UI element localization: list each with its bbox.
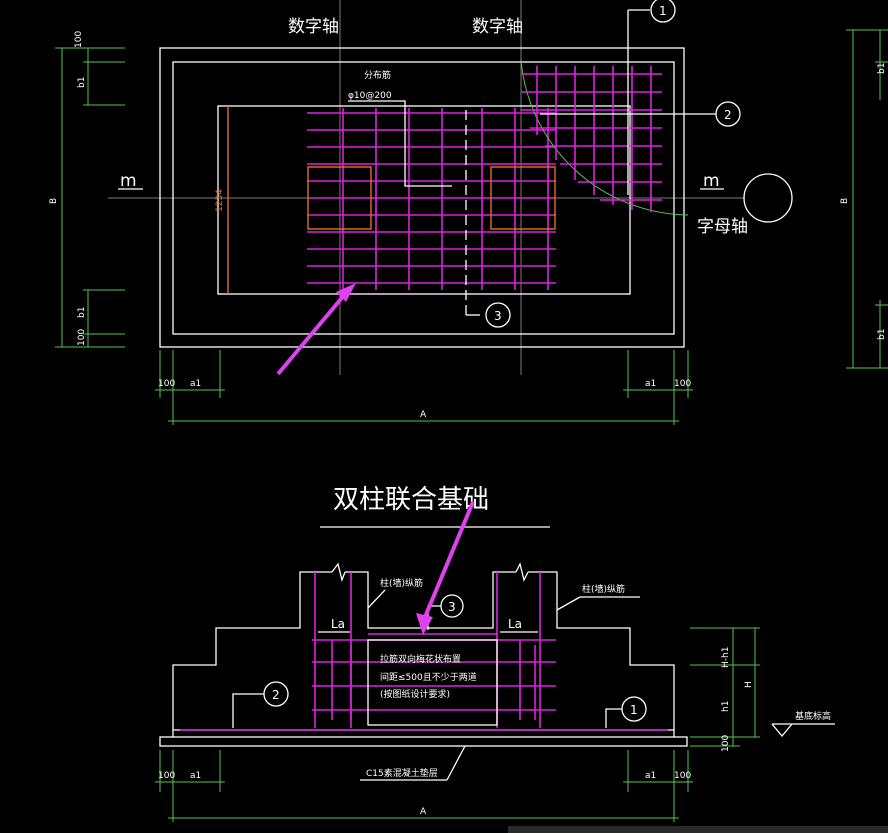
section-view: 双柱联合基础 拉筋双向梅花状 — [155, 485, 835, 822]
plan-callout-2 — [715, 101, 741, 127]
plan-dist-label: 分布筋 — [364, 69, 391, 81]
plan-right-dim-b1: b1 — [877, 63, 887, 74]
section-arrow-shaft — [423, 501, 475, 618]
plan-orange-dim-text: 1234 — [215, 189, 225, 212]
section-dim-100-left: 100 — [158, 771, 175, 781]
plan-dim-100-top: 100 — [74, 31, 84, 48]
plan-inner-rect — [172, 61, 675, 335]
section-bottom-dims — [155, 750, 693, 822]
section-outline-left — [172, 571, 332, 737]
section-dim-H: H — [744, 681, 754, 688]
section-dim-100-right: 100 — [721, 735, 731, 752]
section-dim-a1-left: a1 — [190, 771, 201, 781]
plan-dim-a1-right: a1 — [645, 379, 656, 389]
plan-dim-b1-top: b1 — [77, 77, 87, 88]
plan-dim-100-bottom: 100 — [77, 329, 87, 346]
plan-detail-grid — [521, 66, 662, 212]
section-col-bar-left: 柱(墙)纵筋 — [380, 577, 423, 589]
section-dim-Hh1: H-h1 — [721, 647, 731, 668]
plan-left-dims — [55, 47, 125, 348]
section-la-left: La — [331, 617, 345, 631]
section-dim-h1: h1 — [721, 701, 731, 712]
plan-right-dim-b1-bottom: b1 — [877, 329, 887, 340]
section-note-2: 间距≤500且不少于两道 — [380, 671, 477, 683]
plan-bottom-dims — [155, 350, 693, 425]
plan-rebar-grid — [307, 108, 556, 290]
plan-right-dims — [846, 29, 888, 369]
section-dim-100-right-b: 100 — [674, 771, 691, 781]
section-arrow-head — [416, 613, 433, 635]
section-dim-a1-right: a1 — [645, 771, 656, 781]
section-title: 双柱联合基础 — [333, 485, 489, 515]
plan-dim-100-right: 100 — [674, 379, 691, 389]
plan-column-left — [307, 166, 372, 230]
plan-dim-a1-left: a1 — [190, 379, 201, 389]
plan-arrow-head — [336, 283, 356, 302]
section-cushion — [159, 736, 688, 747]
plan-m-right: m — [703, 171, 720, 191]
plan-axis-num-left: 数字轴 — [288, 17, 339, 37]
section-right-dims — [690, 627, 760, 747]
plan-dim-A: A — [420, 410, 427, 420]
section-note-box — [367, 639, 498, 726]
break-mark-left — [331, 562, 346, 583]
ground-level-marker — [771, 723, 793, 738]
plan-outer-rect — [159, 47, 685, 348]
plan-arrow-shaft — [276, 291, 348, 376]
section-note-1: 拉筋双向梅花状布置 — [380, 653, 461, 665]
plan-axis-num-right: 数字轴 — [472, 17, 523, 37]
plan-dim-b1-bottom: b1 — [77, 307, 87, 318]
plan-right-dim-B: B — [840, 198, 850, 204]
svg-text:1: 1 — [659, 4, 667, 18]
plan-dist-spec: φ10@200 — [348, 91, 392, 101]
plan-dist-leader — [348, 100, 452, 187]
plan-callout-1 — [650, 0, 676, 23]
svg-text:1: 1 — [630, 703, 638, 717]
plan-view: 1234 分布筋 φ10@200 1 — [49, 0, 888, 425]
svg-text:3: 3 — [448, 600, 456, 614]
svg-text:2: 2 — [724, 108, 732, 122]
plan-column-right — [490, 166, 556, 230]
section-ground-label: 基底标高 — [795, 710, 831, 722]
section-col-bar-right: 柱(墙)纵筋 — [582, 583, 625, 595]
svg-text:2: 2 — [272, 688, 280, 702]
horizontal-scrollbar[interactable] — [508, 826, 888, 833]
plan-dim-B: B — [49, 198, 59, 204]
section-cushion-label: C15素混凝土垫层 — [366, 767, 438, 779]
section-dim-A: A — [420, 807, 427, 817]
plan-axis-letter: 字母轴 — [697, 217, 748, 237]
plan-dim-100-left: 100 — [158, 379, 175, 389]
svg-text:3: 3 — [494, 309, 502, 323]
plan-detail-circle — [743, 173, 793, 223]
section-la-right: La — [508, 617, 522, 631]
break-mark-right — [515, 562, 529, 582]
section-note-3: (按图纸设计要求) — [380, 688, 450, 700]
section-rebars — [180, 572, 668, 731]
plan-detail-arc — [520, 59, 689, 216]
plan-m-left: m — [120, 171, 137, 191]
section-outline-right — [528, 571, 675, 737]
plan-callout-3 — [485, 302, 511, 328]
